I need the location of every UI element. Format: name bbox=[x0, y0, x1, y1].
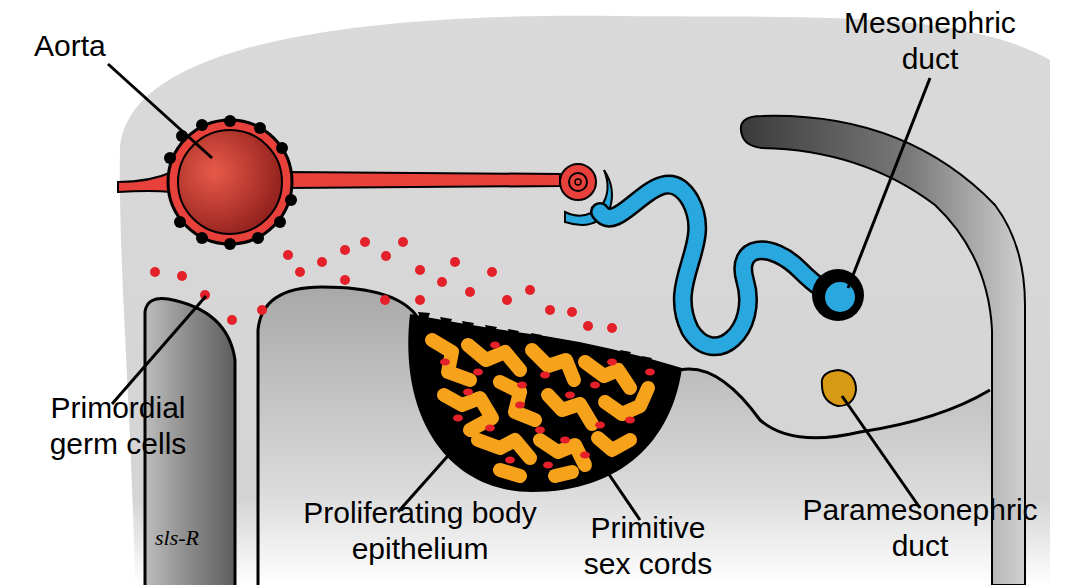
part-label: Mesonephric duct bbox=[830, 5, 1030, 77]
artist-signature: sls-R bbox=[155, 525, 225, 551]
part-label: Aorta bbox=[34, 28, 144, 64]
part-label: Primordial germ cells bbox=[18, 390, 218, 462]
leader-lines bbox=[108, 64, 930, 520]
part-label: Proliferating body epithelium bbox=[300, 495, 540, 567]
part-label: Primitive sex cords bbox=[568, 510, 728, 582]
part-label: Paramesonephric duct bbox=[790, 492, 1050, 564]
